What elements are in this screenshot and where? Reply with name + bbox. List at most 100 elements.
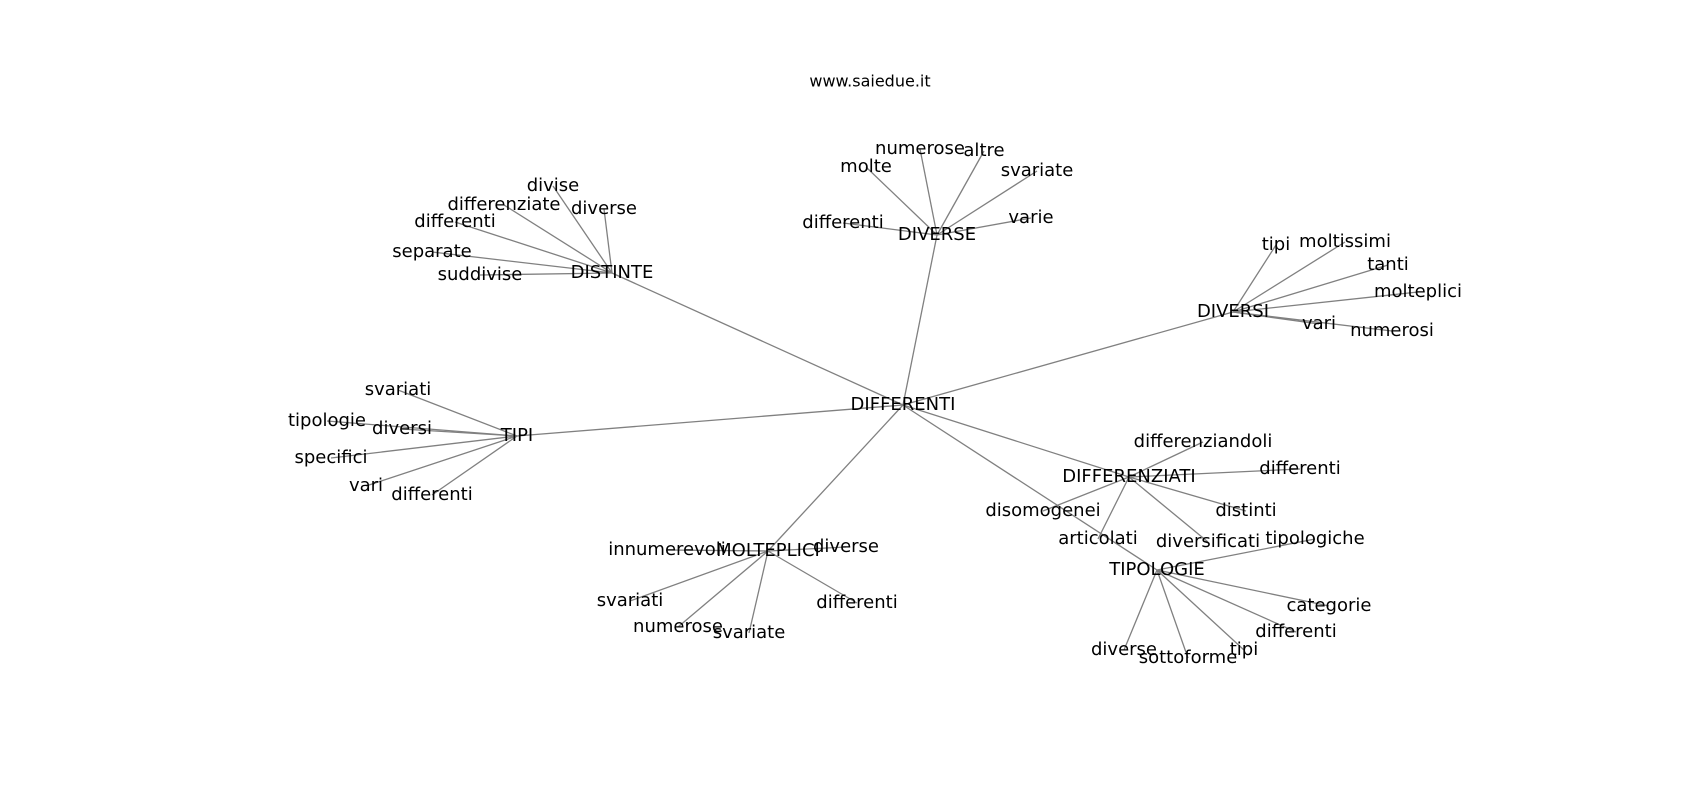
edge-center-to-hub [902, 404, 1158, 571]
edge-hub-to-leaf [397, 389, 518, 437]
leaf-node-label: diverse [571, 198, 637, 219]
leaf-node-label: vari [349, 475, 383, 496]
edge-hub-to-leaf [1156, 569, 1330, 607]
leaf-node-label: tanti [1367, 254, 1409, 275]
leaf-node-label: differenti [816, 592, 897, 613]
edge-hub-to-leaf [865, 166, 938, 236]
edge-hub-to-leaf [1128, 476, 1209, 543]
edge-hub-to-leaf [1232, 241, 1346, 313]
leaf-node-label: vari [1302, 313, 1336, 334]
leaf-node-label: innumerevoli [608, 539, 726, 560]
edge-hub-to-leaf [748, 550, 769, 634]
leaf-node-label: disomogenei [985, 500, 1100, 521]
leaf-node-label: molte [840, 156, 892, 177]
leaf-node-label: tipi [1230, 639, 1259, 660]
leaf-node-label: numerose [633, 616, 723, 637]
leaf-node-label: diversificati [1156, 531, 1260, 552]
edge-hub-to-leaf [431, 251, 613, 274]
edge-hub-to-leaf [1156, 569, 1245, 651]
edge-center-to-hub [516, 404, 904, 437]
leaf-node-label: differenti [1259, 458, 1340, 479]
edge-hub-to-leaf [1097, 476, 1130, 540]
edge-hub-to-leaf [1128, 441, 1204, 478]
edge-center-to-hub [902, 404, 1130, 478]
leaf-node-label: articolati [1058, 528, 1138, 549]
edge-hub-to-leaf [1156, 538, 1316, 571]
center-node-label: DIFFERENTI [851, 394, 956, 415]
leaf-node-label: sottoforme [1139, 647, 1238, 668]
leaf-node-label: svariati [365, 379, 432, 400]
leaf-node-label: separate [392, 241, 471, 262]
leaf-node-label: diverse [1091, 639, 1157, 660]
edge-hub-to-leaf [1156, 569, 1189, 659]
leaf-node-label: varie [1008, 207, 1053, 228]
leaf-node-label: differenti [391, 484, 472, 505]
leaf-node-label: tipi [1262, 234, 1291, 255]
leaf-node-label: numerose [875, 138, 965, 159]
edge-hub-to-leaf [1232, 291, 1419, 313]
hub-node-label: DISTINTE [571, 262, 654, 283]
leaf-node-label: diverse [813, 536, 879, 557]
labels-layer: DIFFERENTIDIVERSEdifferentimoltenumerose… [288, 138, 1462, 668]
leaf-node-label: differenti [414, 211, 495, 232]
leaf-node-label: differenti [802, 212, 883, 233]
leaf-node-label: distinti [1215, 500, 1276, 521]
leaf-node-label: tipologiche [1265, 528, 1364, 549]
leaf-node-label: categorie [1287, 595, 1372, 616]
edge-hub-to-leaf [629, 550, 769, 602]
hub-node-label: DIVERSE [898, 224, 976, 245]
edge-hub-to-leaf [431, 435, 518, 496]
hub-node-label: TIPOLOGIE [1108, 559, 1205, 580]
edge-center-to-hub [611, 272, 904, 406]
edge-hub-to-leaf [552, 185, 613, 274]
leaf-node-label: molteplici [1374, 281, 1462, 302]
edge-center-to-hub [902, 311, 1234, 406]
edge-center-to-hub [902, 234, 938, 406]
leaf-node-label: diversi [372, 418, 432, 439]
leaf-node-label: moltissimi [1299, 231, 1391, 252]
site-label: www.saiedue.it [809, 72, 930, 91]
edge-hub-to-leaf [767, 550, 858, 604]
hub-node-label: DIFFERENZIATI [1062, 466, 1195, 487]
edge-hub-to-leaf [677, 550, 769, 628]
edge-hub-to-leaf [365, 435, 518, 487]
leaf-node-label: differenti [1255, 621, 1336, 642]
leaf-node-label: altre [963, 140, 1004, 161]
edges-layer [326, 148, 1419, 659]
edge-hub-to-leaf [936, 170, 1038, 236]
edge-hub-to-leaf [936, 217, 1032, 236]
edge-hub-to-leaf [767, 546, 847, 552]
edge-hub-to-leaf [603, 208, 613, 274]
edge-hub-to-leaf [936, 150, 985, 236]
edge-hub-to-leaf [454, 221, 613, 274]
leaf-node-label: specifici [294, 447, 367, 468]
edge-hub-to-leaf [919, 148, 938, 236]
hub-node-label: TIPI [500, 425, 533, 446]
edge-hub-to-leaf [1123, 569, 1158, 651]
hub-node-label: MOLTEPLICI [716, 540, 820, 561]
leaf-node-label: divise [527, 175, 580, 196]
leaf-node-label: svariate [713, 622, 786, 643]
edge-hub-to-leaf [1232, 264, 1389, 313]
edge-hub-to-leaf [842, 222, 938, 236]
edge-hub-to-leaf [479, 272, 613, 276]
edge-hub-to-leaf [401, 428, 518, 437]
edge-center-to-hub [767, 404, 904, 552]
leaf-node-label: tipologie [288, 410, 366, 431]
leaf-node-label: svariati [597, 590, 664, 611]
edge-hub-to-leaf [1128, 476, 1247, 512]
leaf-node-label: numerosi [1350, 320, 1434, 341]
edge-hub-to-leaf [1232, 244, 1277, 313]
edge-hub-to-leaf [1128, 468, 1301, 478]
leaf-node-label: differenziandoli [1134, 431, 1273, 452]
leaf-node-label: differenziate [447, 194, 560, 215]
edge-hub-to-leaf [1156, 569, 1297, 633]
hub-node-label: DIVERSI [1197, 301, 1269, 322]
leaf-node-label: suddivise [438, 264, 523, 285]
edge-hub-to-leaf [503, 204, 613, 274]
edge-hub-to-leaf [666, 549, 769, 552]
leaf-node-label: svariate [1001, 160, 1074, 181]
edge-hub-to-leaf [330, 435, 518, 459]
edge-hub-to-leaf [1232, 311, 1393, 332]
